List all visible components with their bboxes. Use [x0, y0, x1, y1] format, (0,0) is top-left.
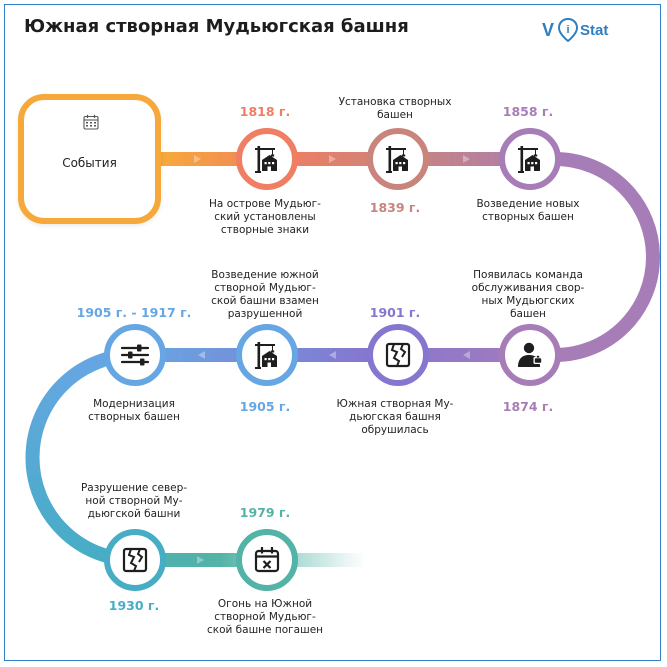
track-arrows	[194, 155, 470, 564]
track-arrow	[198, 351, 205, 359]
timeline-node-n1905_1917	[104, 324, 166, 386]
logo-letter-i: i	[566, 24, 569, 36]
vistat-logo: V i Stat	[540, 18, 630, 48]
events-start-label: События	[62, 156, 117, 170]
timeline-node-n1858	[499, 128, 561, 190]
timeline-node-n1905	[236, 324, 298, 386]
caption-1858: Возведение новых створных башен	[476, 198, 580, 223]
cracked-wall-icon	[385, 342, 411, 368]
calendar-x-icon	[254, 547, 280, 573]
year-1905: 1905 г.	[239, 399, 291, 414]
track-arrow	[194, 155, 201, 163]
logo-pin-icon: i	[558, 18, 578, 42]
sliders-icon	[120, 344, 150, 366]
page-title: Южная створная Мудьюгская башня	[24, 16, 409, 37]
timeline-node-n1930	[104, 529, 166, 591]
track-arc-right	[554, 152, 660, 362]
timeline-node-n1874	[499, 324, 561, 386]
year-1858: 1858 г.	[502, 104, 554, 119]
caption-1901: Южная створная Му- дьюгская башня обруши…	[336, 398, 454, 436]
year-1818: 1818 г.	[239, 104, 291, 119]
caption-1839: Установка створных башен	[338, 96, 452, 121]
track-arrow	[463, 155, 470, 163]
track-arrow	[463, 351, 470, 359]
timeline-node-n1818	[236, 128, 298, 190]
caption-1930: Разрушение север- ной створной Му- дьюгс…	[80, 482, 188, 520]
timeline-node-n1901	[367, 324, 429, 386]
crane-building-icon	[255, 146, 277, 173]
crane-building-icon	[518, 146, 540, 173]
caption-1874: Появилась команда обслуживания свор- ных…	[471, 269, 585, 320]
timeline-node-n1979	[236, 529, 298, 591]
year-1930: 1930 г.	[108, 598, 160, 613]
logo-word-stat: Stat	[580, 22, 609, 39]
track-arc-left	[25, 348, 136, 567]
caption-1905-1917: Модернизация створных башен	[88, 398, 180, 423]
track-arrow	[329, 155, 336, 163]
timeline-track	[25, 152, 660, 567]
events-start-box: События	[18, 94, 161, 224]
calendar-icon	[83, 114, 99, 130]
year-1839: 1839 г.	[369, 200, 421, 215]
worker-icon	[518, 342, 543, 367]
track-arrow	[197, 556, 204, 564]
caption-1979: Огонь на Южной створной Мудьюг- ской баш…	[206, 598, 324, 636]
year-1979: 1979 г.	[239, 505, 291, 520]
caption-1905: Возведение южной створной Мудьюг- ской б…	[211, 269, 319, 320]
cracked-wall-icon	[122, 547, 148, 573]
caption-1818: На острове Мудьюг- ский установлены ство…	[209, 198, 321, 236]
crane-building-icon	[255, 342, 277, 369]
crane-building-icon	[386, 146, 408, 173]
year-1905-1917: 1905 г. - 1917 г.	[76, 305, 192, 320]
timeline-nodes	[104, 128, 561, 591]
timeline-node-n1839	[367, 128, 429, 190]
infographic-frame	[4, 4, 661, 661]
logo-letter-v: V	[542, 20, 555, 40]
year-1901: 1901 г.	[369, 305, 421, 320]
track-arrow	[329, 351, 336, 359]
year-1874: 1874 г.	[502, 399, 554, 414]
